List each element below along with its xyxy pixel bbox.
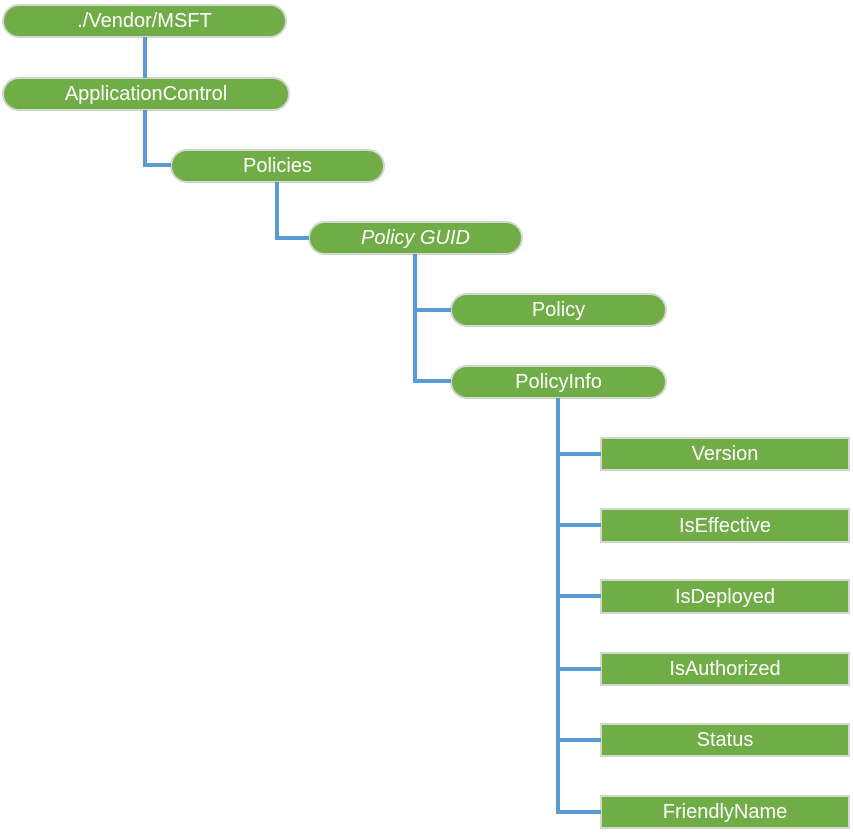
connector-root-appcontrol	[143, 37, 147, 78]
connector-appcontrol-policies-v	[143, 110, 147, 167]
node-vendor-msft: ./Vendor/MSFT	[2, 4, 287, 38]
connector-policies-guid-v	[275, 182, 279, 240]
node-policy: Policy	[450, 293, 667, 327]
node-friendlyname: FriendlyName	[600, 795, 850, 829]
node-isauthorized: IsAuthorized	[600, 652, 850, 686]
connector-policyinfo-iseffective	[556, 523, 601, 527]
connector-guid-trunk	[413, 254, 417, 383]
connector-policyinfo-status	[556, 738, 601, 742]
connector-policyinfo-isauthorized	[556, 667, 601, 671]
node-status: Status	[600, 723, 850, 757]
node-policies: Policies	[170, 149, 385, 183]
connector-policyinfo-friendlyname	[556, 810, 601, 814]
connector-policyinfo-isdeployed	[556, 594, 601, 598]
node-version: Version	[600, 437, 850, 471]
node-policyinfo: PolicyInfo	[450, 365, 667, 399]
connector-policyinfo-version	[556, 452, 601, 456]
connector-guid-policyinfo	[413, 379, 451, 383]
connector-policyinfo-trunk	[556, 398, 560, 814]
connector-appcontrol-policies-h	[143, 163, 171, 167]
connector-policies-guid-h	[275, 236, 309, 240]
node-policy-guid: Policy GUID	[308, 221, 523, 255]
connector-guid-policy	[413, 308, 451, 312]
node-isdeployed: IsDeployed	[600, 579, 850, 614]
node-applicationcontrol: ApplicationControl	[2, 77, 290, 111]
node-iseffective: IsEffective	[600, 508, 850, 543]
